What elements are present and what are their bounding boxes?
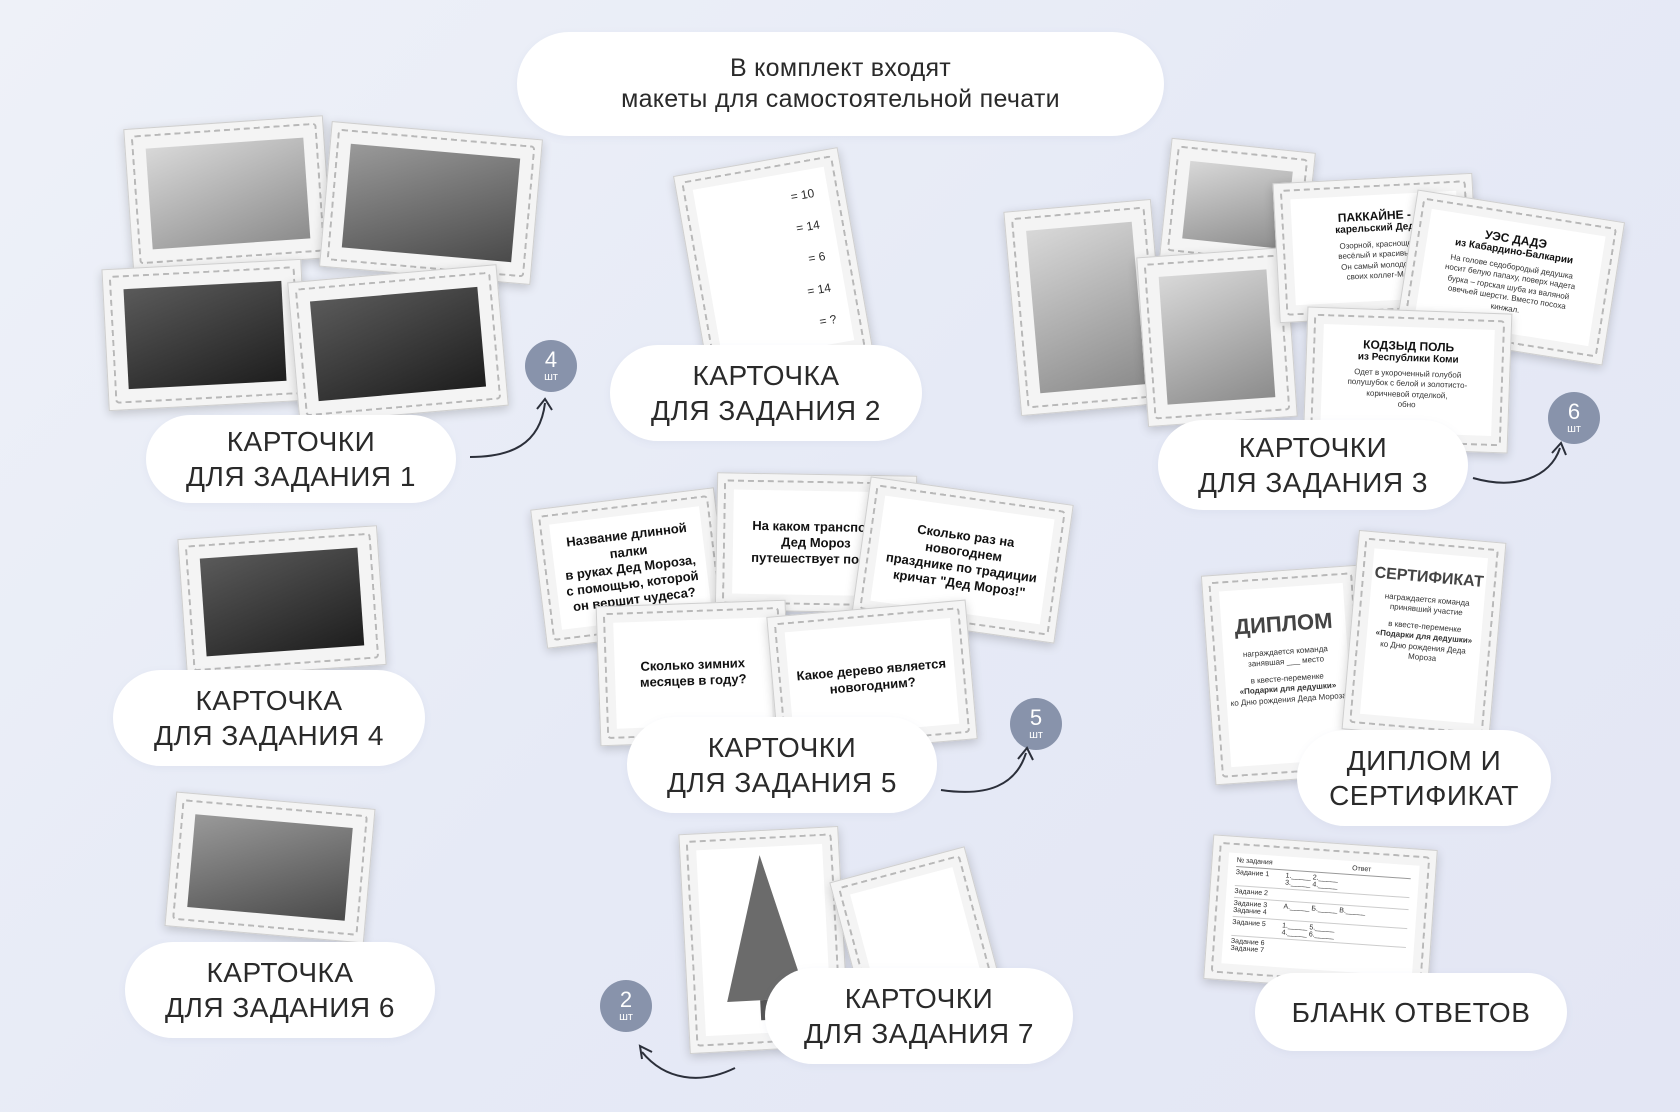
badge-unit: шт [619, 1011, 633, 1023]
grid-cell [861, 912, 892, 921]
task4-card [177, 525, 387, 679]
question-text: Сколько зимних месяцев в году? [639, 654, 747, 690]
question-text: Какое дерево является новогодним? [795, 655, 947, 697]
header-line-1: В комплект входят [729, 53, 952, 82]
answer-col-answer: Ответ [1351, 865, 1372, 874]
badge-number: 5 [1029, 705, 1043, 730]
task1-card-a-image [145, 137, 311, 250]
puzzle-eq-4: = 14 [806, 280, 832, 299]
task5-arrow-icon [940, 746, 1034, 793]
task4-card-image [199, 547, 365, 657]
certificate-card: СЕРТИФИКАТ награждается команда принявши… [1341, 529, 1507, 743]
badge-unit: шт [1567, 423, 1581, 435]
task1-card-b [319, 121, 543, 285]
task6-label: КАРТОЧКА ДЛЯ ЗАДАНИЯ 6 [125, 942, 435, 1038]
header-line-2: макеты для самостоятельной печати [621, 85, 1060, 113]
task7-count-badge: 2 шт [600, 980, 652, 1032]
task5-label: КАРТОЧКИ ДЛЯ ЗАДАНИЯ 5 [627, 717, 937, 813]
puzzle-eq-1: = 10 [789, 185, 816, 204]
task5-count-badge: 5 шт [1010, 698, 1062, 750]
badge-number: 4 [544, 347, 558, 372]
answer-row-label: Задание 1 [1235, 868, 1270, 879]
grid-cell [893, 903, 924, 912]
task1-card-d-image [309, 286, 487, 402]
task1-arrow-icon [469, 397, 553, 458]
task1-card-c [101, 258, 309, 412]
task3-arrow-icon [1472, 441, 1567, 484]
badge-unit: шт [544, 371, 558, 383]
task1-card-a [123, 115, 333, 272]
answer-sheet-content: № задания Ответ Задание 1 1._____ 2.____… [1221, 852, 1420, 977]
answers-label: БЛАНК ОТВЕТОВ [1255, 973, 1567, 1051]
task7-label: КАРТОЧКИ ДЛЯ ЗАДАНИЯ 7 [765, 968, 1073, 1064]
task3-card-a-image [1026, 221, 1146, 394]
answer-row-value: 1._____ 2._____ 3._____ 4._____ [1285, 872, 1338, 890]
task3-label: КАРТОЧКИ ДЛЯ ЗАДАНИЯ 3 [1158, 420, 1468, 510]
badge-unit: шт [1029, 729, 1043, 741]
badge-number: 6 [1567, 399, 1581, 424]
diploma-title: ДИПЛОМ [1233, 607, 1334, 640]
header-pill: В комплект входят макеты для самостоятел… [517, 32, 1164, 136]
task6-card-image [187, 814, 353, 921]
task7-arrow-icon [638, 1044, 736, 1079]
grid-cell [938, 943, 969, 952]
certificate-title: СЕРТИФИКАТ [1373, 564, 1485, 591]
task1-card-c-image [123, 280, 287, 390]
task3-count-badge: 6 шт [1548, 392, 1600, 444]
card-subtitle: из Республики Коми [1357, 351, 1459, 366]
task1-card-b-image [341, 143, 521, 263]
badge-number: 2 [619, 987, 633, 1012]
task6-card [164, 791, 376, 944]
answer-line: А._____ Б._____ В._____ [1283, 903, 1366, 917]
task3-card-c-image [1158, 269, 1276, 405]
answer-col-task: № задания [1236, 857, 1273, 867]
task1-count-badge: 4 шт [525, 340, 577, 392]
puzzle-eq-3: = 6 [807, 248, 827, 266]
answer-row-label: Задание 5 [1231, 918, 1267, 929]
answer-row-label: Задание 2 [1234, 887, 1269, 898]
answer-row-value: 1._____ 5._____ 4._____ 6._____ [1281, 922, 1334, 940]
card-text: Одет в укороченный голубой полушубок с б… [1347, 367, 1468, 410]
task4-label: КАРТОЧКА ДЛЯ ЗАДАНИЯ 4 [113, 670, 425, 766]
task2-label: КАРТОЧКА ДЛЯ ЗАДАНИЯ 2 [610, 345, 922, 441]
puzzle-eq-5: = ? [818, 312, 838, 329]
task5-card-d-content: Сколько зимних месяцев в году? [613, 617, 773, 729]
answer-row-label: Задание 6 Задание 7 [1230, 937, 1265, 955]
answer-sheet-card: № задания Ответ Задание 1 1._____ 2.____… [1203, 834, 1438, 995]
task2-puzzle: = 10 = 14 = 6 = 14 = ? [692, 166, 855, 364]
answer-row-label: Задание 3 Задание 4 [1232, 899, 1268, 917]
grid-cell [925, 895, 956, 904]
question-text: Сколько раз на новогоднем празднике по т… [885, 520, 1038, 601]
diploma-label: ДИПЛОМ И СЕРТИФИКАТ [1297, 730, 1551, 826]
task1-label: КАРТОЧКИ ДЛЯ ЗАДАНИЯ 1 [146, 415, 456, 503]
certificate-content: СЕРТИФИКАТ награждается команда принявши… [1359, 548, 1489, 724]
task3-card-c [1136, 246, 1298, 428]
puzzle-eq-2: = 14 [795, 217, 821, 236]
grid-cell [906, 952, 937, 961]
